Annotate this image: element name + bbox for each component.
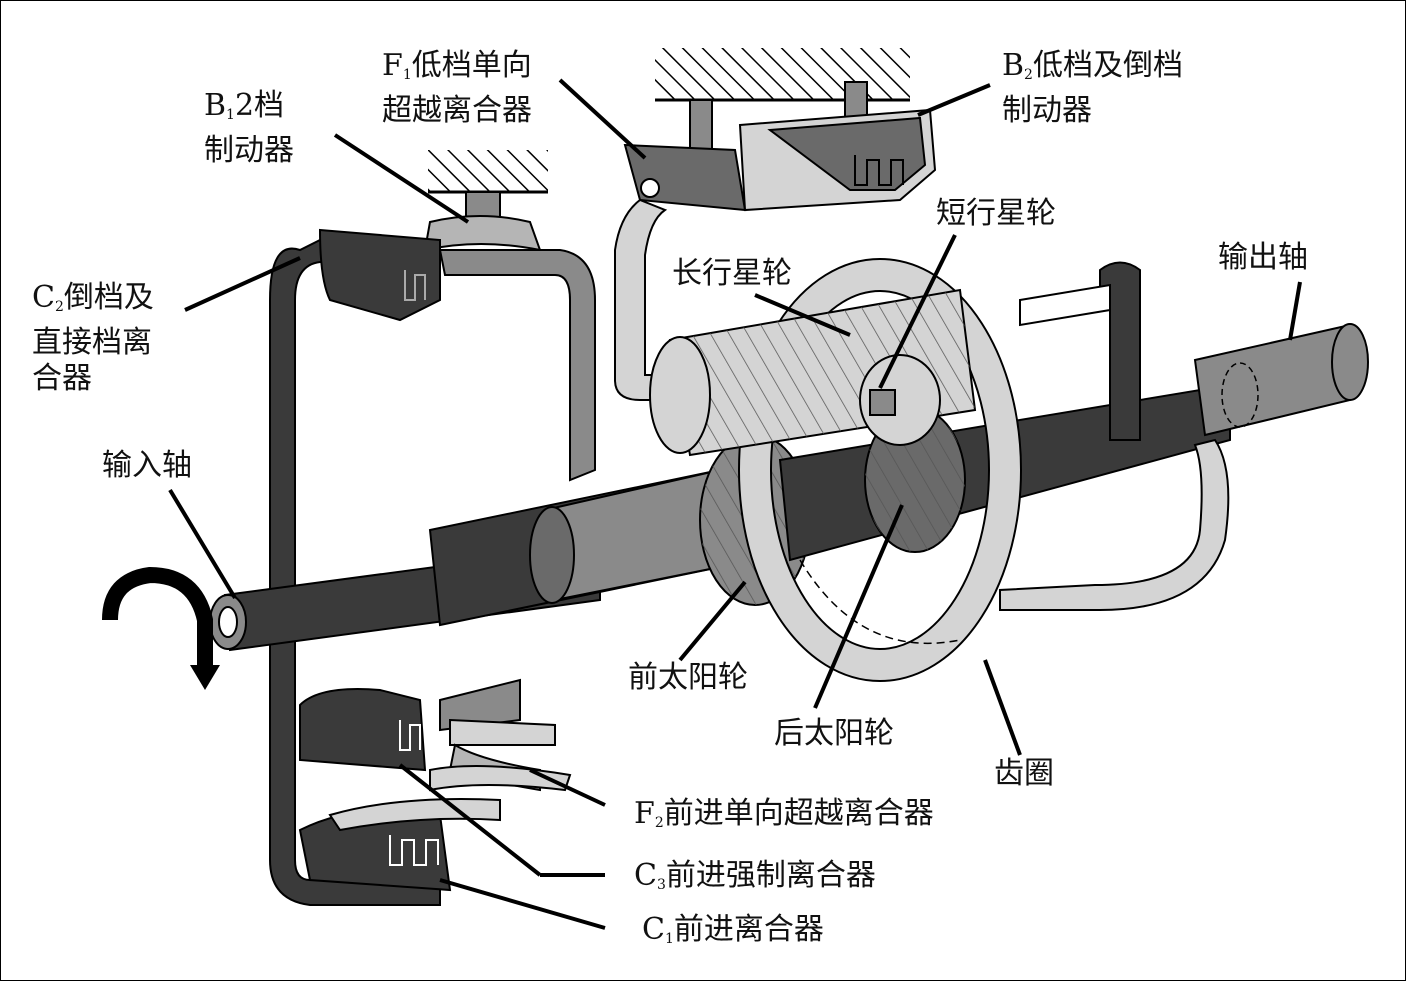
label-rear-sun-gear: 后太阳轮 xyxy=(774,716,894,751)
label-c3-forward-overrun-clutch: C3前进强制离合器 xyxy=(634,858,876,893)
label-output-shaft: 输出轴 xyxy=(1218,240,1308,275)
label-c2-reverse-direct-clutch: C2倒档及 直接档离 合器 xyxy=(32,280,154,396)
rotation-arrow-icon xyxy=(102,566,220,690)
output-shaft xyxy=(999,323,1369,611)
label-b1-2nd-brake: B12档 制动器 xyxy=(204,88,294,168)
ground-hatch-b1 xyxy=(428,150,548,194)
short-planet-gear xyxy=(859,354,941,446)
c3-clutch xyxy=(299,678,521,772)
b2-f1-assembly xyxy=(614,81,937,401)
label-ring-gear: 齿圈 xyxy=(994,756,1054,791)
sun-sleeve xyxy=(428,468,732,627)
ring-gear xyxy=(738,258,1022,682)
label-f1-low-one-way-clutch: F1低档单向 超越离合器 xyxy=(382,48,532,128)
b1-brake xyxy=(423,191,542,252)
label-f2-forward-one-way-clutch: F2前进单向超越离合器 xyxy=(634,796,934,831)
label-b2-low-reverse-brake: B2低档及倒档 制动器 xyxy=(1002,48,1183,128)
label-short-planet: 短行星轮 xyxy=(936,196,1056,231)
c1-clutch xyxy=(298,798,501,892)
label-front-sun-gear: 前太阳轮 xyxy=(628,660,748,695)
label-long-planet: 长行星轮 xyxy=(672,256,792,291)
leader-lines xyxy=(168,78,1302,930)
input-frame xyxy=(269,228,596,906)
label-c1-forward-clutch: C1前进离合器 xyxy=(642,912,824,947)
label-input-shaft: 输入轴 xyxy=(102,448,192,483)
planet-carrier xyxy=(1019,261,1141,441)
ground-hatch-b2 xyxy=(655,48,910,102)
